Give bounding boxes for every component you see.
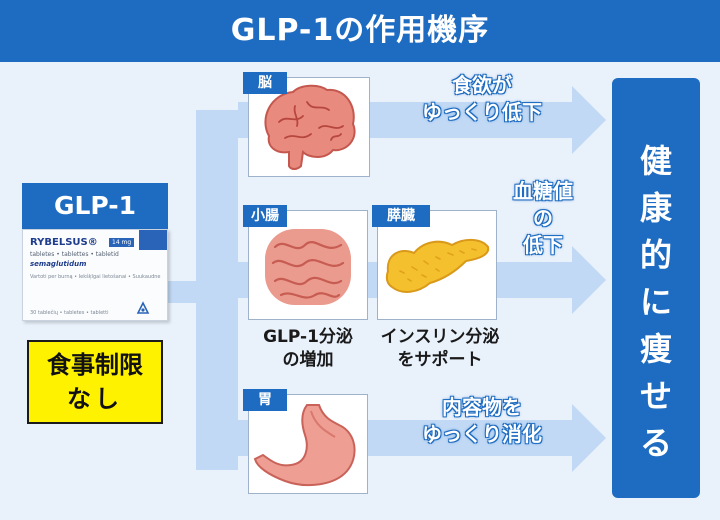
effect-appetite-line-1: 食欲が [452,73,512,97]
drug-package-image: RYBELSUS® 14 mg tabletes • tablettes • t… [22,229,168,321]
result-char-2: 康 [639,189,672,227]
effect-glucose-line-2: の [533,206,553,230]
pancreas-panel [377,210,497,320]
result-panel [612,78,700,498]
stomach-icon [253,404,356,487]
page-title: GLP-1の作用機序 [230,13,490,48]
vertical-trunk [196,110,238,470]
package-dose: 14 mg [109,238,135,247]
effect-digestion-line-2: ゆっくり消化 [422,422,542,446]
result-char-4: に [639,283,672,321]
intestine-caption-line-1: GLP-1分泌 [263,327,353,347]
result-char-1: 健 [639,142,672,180]
intestine-caption-line-2: の増加 [282,350,334,370]
intestine-caption: GLP-1分泌 の増加 [240,326,376,372]
result-text: 健 康 的 に 痩 せ る [612,138,700,467]
result-char-6: せ [639,377,672,415]
tag-brain: 脳 [243,72,287,94]
badge-line-1: 食事制限 [47,351,143,379]
effect-glucose-line-1: 血糖値 [513,179,573,203]
effect-digestion: 内容物を ゆっくり消化 [392,394,572,448]
manufacturer-logo-icon [136,301,150,314]
brain-icon [264,84,356,170]
tag-pancreas: 膵臓 [372,205,430,227]
badge-line-2: なし [67,385,123,413]
no-diet-restriction-badge: 食事制限 なし [27,340,163,424]
tag-stomach: 胃 [243,389,287,411]
effect-glucose-line-3: 低下 [523,233,563,257]
intestine-icon [265,229,351,305]
effect-glucose: 血糖値 の 低下 [500,178,586,259]
pancreas-icon [385,239,490,293]
intestine-panel [248,210,368,320]
effect-appetite: 食欲が ゆっくり低下 [392,72,572,126]
pancreas-caption-line-2: をサポート [397,350,483,370]
result-char-5: 痩 [639,330,672,368]
tag-intestine: 小腸 [243,205,287,227]
result-char-7: る [639,424,672,462]
package-count: 30 tablečių • tabletes • tabletti [30,310,109,316]
result-char-3: 的 [639,236,672,274]
package-ingredient: semaglutidum [30,260,87,268]
brain-panel [248,77,370,177]
package-accent [139,230,167,250]
pancreas-caption-line-1: インスリン分泌 [380,327,500,347]
drug-label: GLP-1 [22,183,168,229]
effect-digestion-line-1: 内容物を [442,395,522,419]
package-usage: Vartoti per burną • Iekšķīgai lietošanai… [30,274,161,280]
effect-appetite-line-2: ゆっくり低下 [422,100,542,124]
pancreas-caption: インスリン分泌 をサポート [372,326,508,372]
package-forms: tabletes • tablettes • tabletid [30,251,119,258]
package-brand: RYBELSUS® [30,237,98,248]
title-bar [0,0,720,62]
